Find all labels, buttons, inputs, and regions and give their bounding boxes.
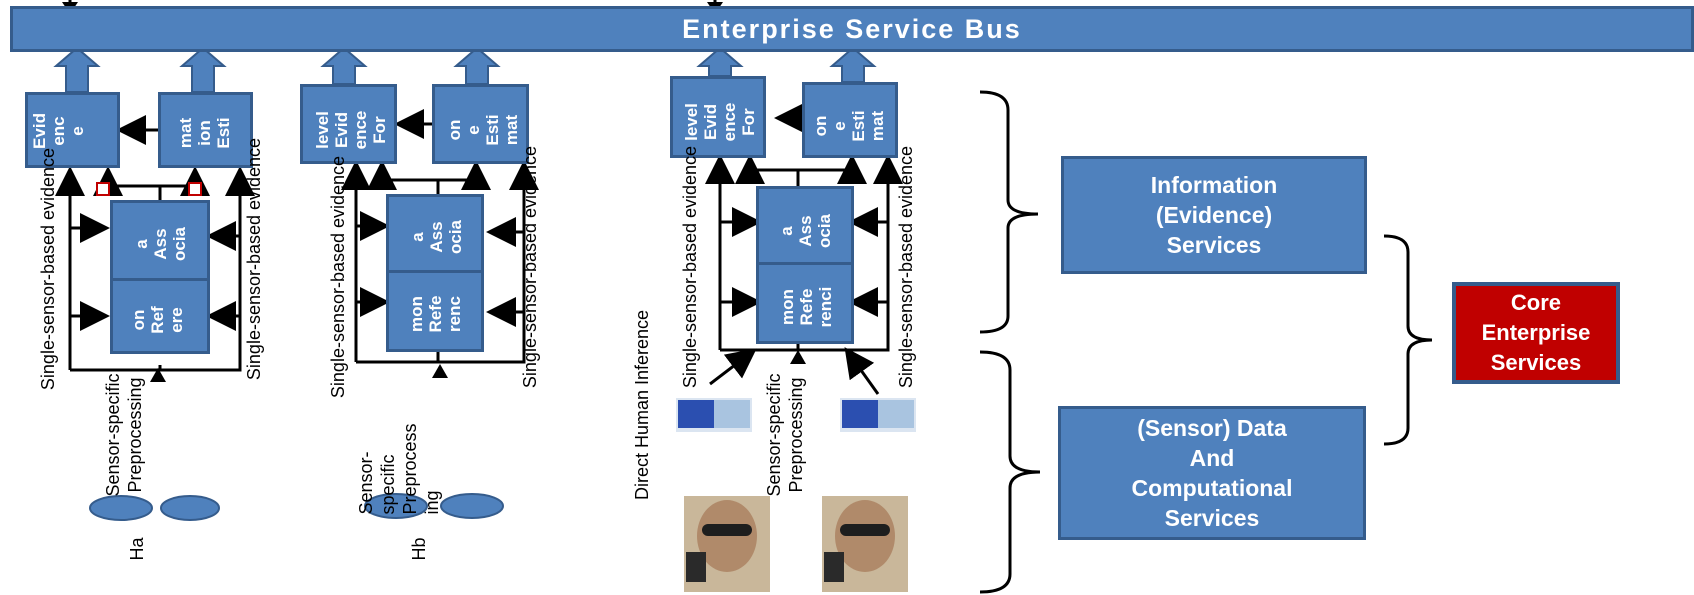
label-single-sensor-b-left: Single-sensor-based evidence xyxy=(327,155,348,399)
group-c-estimation-box: on e Esti mat xyxy=(802,82,898,158)
label-direct-human-inference: Direct Human Inference xyxy=(631,309,652,501)
group-b-reference-box: mon Refe renc xyxy=(386,270,484,352)
group-a-evidence-box: Evid enc e xyxy=(25,92,120,168)
group-b-estimation-box: on e Esti mat xyxy=(432,84,529,164)
sensor-ellipses xyxy=(89,493,504,521)
sensor-data-services-box: (Sensor) Data And Computational Services xyxy=(1058,406,1366,540)
information-services-box: Information (Evidence) Services xyxy=(1061,156,1367,274)
soldier-photos xyxy=(684,496,908,592)
group-a-estimation-box: mat ion Esti xyxy=(158,92,253,168)
label-single-sensor-b-right: Single-sensor-based evidence xyxy=(519,145,540,389)
label-sensor-specific-a: Sensor-specific Preprocessing xyxy=(103,373,145,497)
group-c-reference-box: mon Refe renci xyxy=(756,262,854,344)
label-single-sensor-a-right: Single-sensor-based evidence xyxy=(243,137,264,381)
group-a-association-box: a Ass ocia xyxy=(110,200,210,282)
sensor-device-images xyxy=(676,398,916,432)
label-single-sensor-a-left: Single-sensor-based evidence xyxy=(37,147,58,391)
label-ha: Ha xyxy=(126,537,147,561)
braces xyxy=(979,90,1433,594)
core-enterprise-services-box: Core Enterprise Services xyxy=(1452,282,1620,384)
up-block-arrows xyxy=(53,46,877,93)
marker-a1 xyxy=(96,182,110,196)
marker-a2 xyxy=(188,182,202,196)
enterprise-service-bus: Enterprise Service Bus xyxy=(10,6,1694,52)
label-hb: Hb xyxy=(408,537,429,561)
label-sensor-specific-b: Sensor- specific Preprocess ing xyxy=(356,423,442,515)
label-single-sensor-c-right: Single-sensor-based evidence xyxy=(895,145,916,389)
label-sensor-specific-c: Sensor-specific Preprocessing xyxy=(764,373,806,497)
group-c-evidence-box: level Evid ence For xyxy=(670,76,766,158)
group-b-evidence-box: level Evid ence For xyxy=(300,84,397,164)
group-a-reference-box: on Ref ere xyxy=(110,278,210,354)
group-c-association-box: a Ass ocia xyxy=(756,186,854,266)
label-single-sensor-c-left: Single-sensor-based evidence xyxy=(679,145,700,389)
group-b-association-box: a Ass ocia xyxy=(386,194,484,274)
